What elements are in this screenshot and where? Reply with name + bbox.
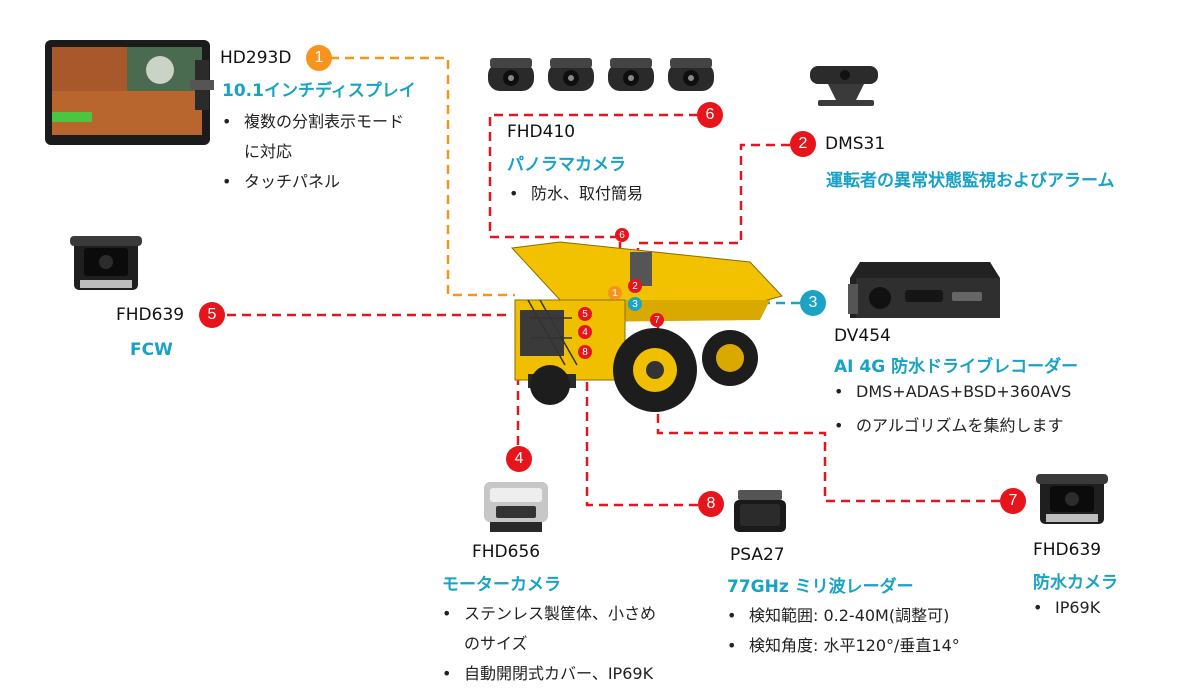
- bullet-recorder-2: のアルゴリズムを集約します: [834, 412, 1064, 436]
- connector-8: [585, 352, 698, 507]
- badge-3: 3: [800, 290, 826, 316]
- bullet-recorder-1: DMS+ADAS+BSD+360AVS: [834, 382, 1071, 401]
- bullet-display-2: タッチパネル: [222, 168, 340, 192]
- badge-1: 1: [306, 45, 332, 71]
- bullet-motor-1-cont: のサイズ: [464, 634, 528, 653]
- truck-marker-4: 4: [578, 325, 592, 339]
- truck-marker-5: 5: [578, 307, 592, 321]
- truck-marker-1: 1: [608, 286, 622, 300]
- title-motor-camera: モーターカメラ: [442, 575, 561, 595]
- badge-8: 8: [698, 491, 724, 517]
- bullet-motor-1: ステンレス製筐体、小さめ: [442, 600, 656, 624]
- badge-7: 7: [1000, 488, 1026, 514]
- truck-marker-7: 7: [650, 313, 664, 327]
- panoramic-cameras-image: [488, 58, 714, 91]
- truck-marker-3: 3: [628, 297, 642, 311]
- dump-truck-image: [510, 241, 783, 412]
- fcw-camera-image: [70, 236, 142, 290]
- title-display: 10.1インチディスプレイ: [222, 81, 416, 101]
- bullet-display-1: 複数の分割表示モード: [222, 108, 404, 132]
- bullet-radar-1: 検知範囲: 0.2-40M(調整可): [727, 602, 949, 626]
- bullet-display-1-cont: に対応: [244, 142, 293, 161]
- badge-2: 2: [790, 131, 816, 157]
- model-fhd639-waterproof: FHD639: [1033, 540, 1102, 560]
- truck-marker-2: 2: [628, 279, 642, 293]
- title-waterproof-camera: 防水カメラ: [1033, 573, 1118, 593]
- radar-image: [734, 490, 786, 532]
- bullet-motor-2: 自動開閉式カバー、IP69K: [442, 660, 653, 684]
- waterproof-camera-image: [1036, 474, 1108, 524]
- model-dms31: DMS31: [825, 134, 886, 154]
- motor-camera-image: [484, 482, 548, 532]
- model-fhd410: FHD410: [507, 122, 576, 142]
- bullet-radar-2: 検知角度: 水平120°/垂直14°: [727, 632, 960, 656]
- title-panoramic: パノラマカメラ: [507, 155, 626, 175]
- badge-5: 5: [199, 302, 225, 328]
- model-fhd656: FHD656: [472, 542, 541, 562]
- model-fhd639-fcw: FHD639: [116, 305, 185, 325]
- dms-camera-image: [810, 66, 878, 106]
- model-psa27: PSA27: [730, 545, 785, 565]
- truck-marker-8: 8: [578, 345, 592, 359]
- title-radar: 77GHz ミリ波レーダー: [727, 577, 914, 597]
- truck-marker-6: 6: [615, 228, 629, 242]
- title-dms: 運転者の異常状態監視およびアラーム: [826, 171, 1115, 191]
- badge-4: 4: [506, 446, 532, 472]
- recorder-image: [848, 262, 1000, 318]
- title-recorder: AI 4G 防水ドライブレコーダー: [834, 357, 1079, 377]
- bullet-panoramic-1: 防水、取付簡易: [509, 180, 643, 204]
- model-hd293d: HD293D: [220, 48, 292, 68]
- connector-7: [656, 323, 1000, 503]
- connector-6: [488, 113, 698, 258]
- bullet-waterproof-1: IP69K: [1033, 598, 1100, 617]
- badge-6: 6: [697, 102, 723, 128]
- monitor-image: [45, 40, 214, 145]
- model-dv454: DV454: [834, 326, 891, 346]
- title-fcw: FCW: [130, 340, 173, 360]
